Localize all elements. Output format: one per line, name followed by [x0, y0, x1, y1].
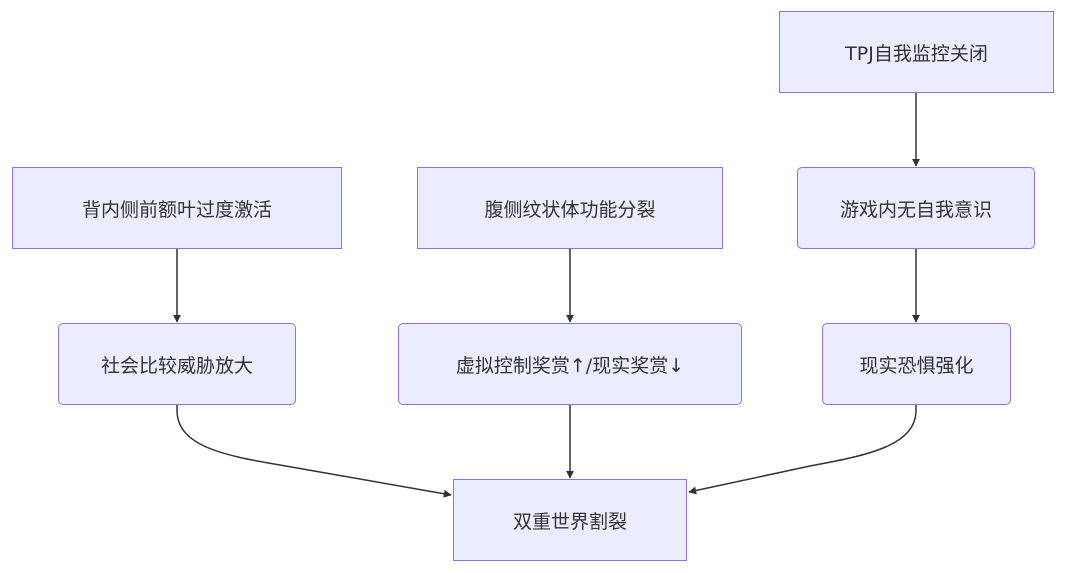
node-dlpfc-overactivation: 背内侧前额叶过度激活	[12, 167, 342, 249]
node-virtual-reward: 虚拟控制奖赏↑/现实奖赏↓	[398, 323, 742, 405]
edge-social-to-split	[176, 405, 452, 498]
node-no-self-awareness: 游戏内无自我意识	[797, 167, 1035, 249]
node-dual-world-split: 双重世界割裂	[453, 479, 687, 561]
node-tpj-self-monitoring-off: TPJ自我监控关闭	[779, 11, 1054, 93]
node-reality-fear: 现实恐惧强化	[822, 323, 1011, 405]
node-ventral-striatum-split: 腹侧纹状体功能分裂	[417, 167, 723, 249]
edge-fear-to-split	[688, 405, 917, 495]
node-social-comparison-threat: 社会比较威胁放大	[58, 323, 296, 405]
